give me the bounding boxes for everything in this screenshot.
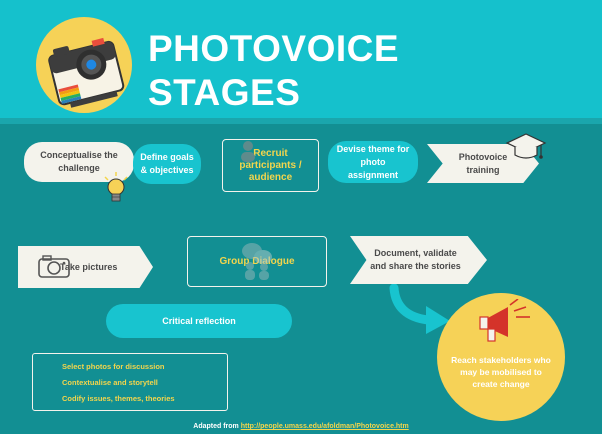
stage-define-goals: Define goals & objectives <box>133 144 201 184</box>
stage-define-goals-label: Define goals & objectives <box>140 152 194 175</box>
footer-attribution: Adapted from http://people.umass.edu/afo… <box>0 423 602 430</box>
stage-document: Document, validate and share the stories <box>350 236 487 284</box>
page-title-line-1: PHOTOVOICE <box>148 28 400 69</box>
graduation-cap-icon <box>505 133 547 159</box>
stage-critical-reflection-label: Critical reflection <box>162 315 236 326</box>
stage-take-pictures: Take pictures <box>18 246 153 288</box>
curved-arrow-icon <box>389 284 450 334</box>
stage-recruit: Recruit participants / audience <box>222 139 319 192</box>
stage-critical-reflection: Critical reflection <box>106 304 292 338</box>
small-camera-icon <box>38 255 70 278</box>
stage-recruit-label: Recruit participants / audience <box>239 147 302 183</box>
stage-devise-theme: Devise theme for photo assignment <box>328 141 418 183</box>
reflection-list-box <box>32 353 228 411</box>
footer-link[interactable]: http://people.umass.edu/afoldman/Photovo… <box>240 423 409 430</box>
speech-bubbles-icon <box>242 243 272 280</box>
list-item: Select photos for discussion <box>62 362 165 371</box>
header-divider <box>0 118 602 124</box>
stage-conceptualise-label: Conceptualise the challenge <box>40 150 118 173</box>
stage-take-pictures-label: Take pictures <box>60 261 118 272</box>
lightbulb-icon <box>104 172 128 202</box>
reach-circle <box>437 293 565 421</box>
people-icon <box>241 141 255 162</box>
page-title-line-2: STAGES <box>148 72 301 113</box>
list-item: Contextualise and storytell <box>62 378 158 387</box>
stage-reach-label: Reach stakeholders who may be mobilised … <box>451 355 551 389</box>
footer-prefix: Adapted from <box>193 423 241 430</box>
list-item: Codify issues, themes, theories <box>62 394 175 403</box>
megaphone-icon <box>479 299 530 342</box>
camera-icon <box>48 37 125 108</box>
stage-document-label: Document, validate and share the stories <box>370 248 461 271</box>
stage-training-label: Photovoice training <box>458 151 508 175</box>
stage-devise-theme-label: Devise theme for photo assignment <box>336 143 410 180</box>
